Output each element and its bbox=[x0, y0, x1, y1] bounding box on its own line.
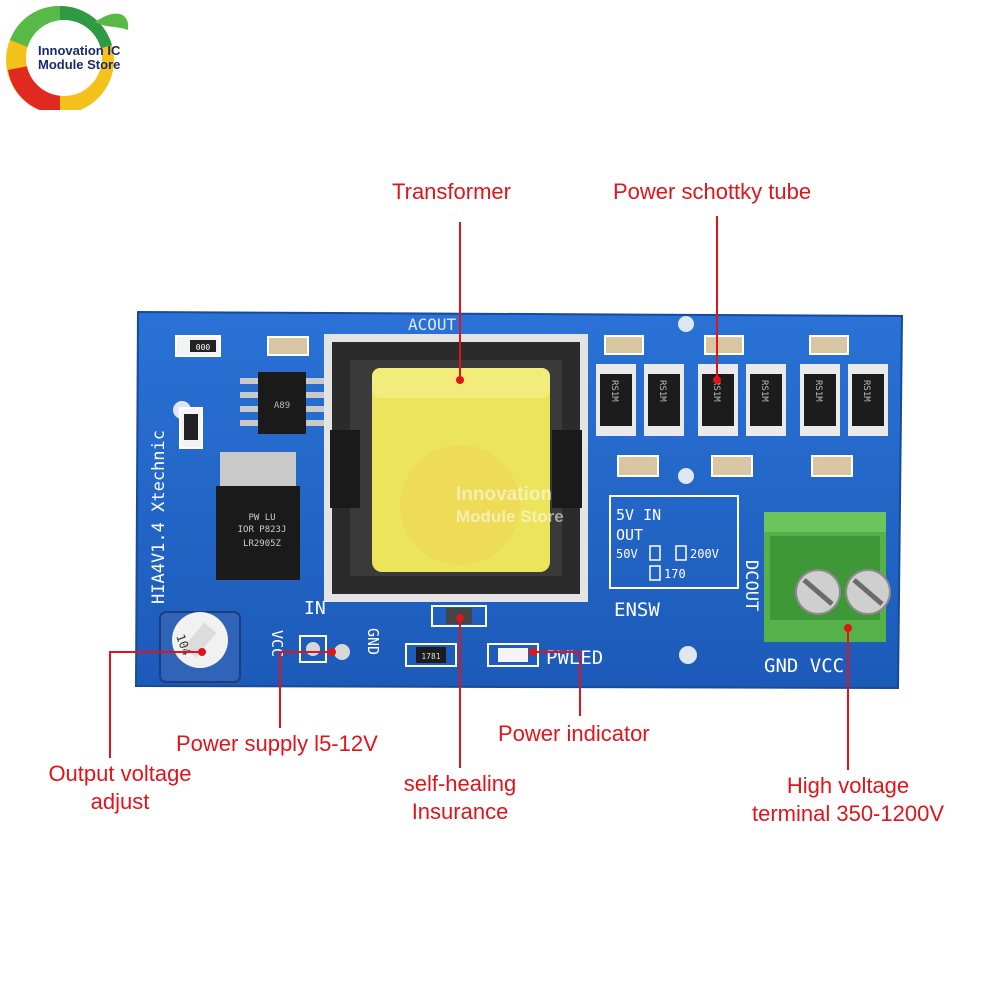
pwled-label: PWLED bbox=[546, 647, 603, 669]
mount-hole bbox=[679, 646, 697, 664]
output-potentiometer: 104 bbox=[159, 611, 241, 683]
svg-text:RS1M: RS1M bbox=[609, 380, 619, 402]
power-led bbox=[487, 643, 539, 667]
leader-power-indicator bbox=[533, 651, 581, 716]
schottky-diode: RS1M bbox=[596, 364, 636, 436]
smd-capacitor bbox=[267, 336, 309, 356]
svg-text:000: 000 bbox=[196, 343, 211, 352]
callout-high-voltage-line-1: High voltage bbox=[786, 773, 910, 798]
callout-self-healing-line-1: self-healing bbox=[403, 771, 517, 796]
svg-text:200V: 200V bbox=[690, 547, 719, 561]
svg-text:RS1M: RS1M bbox=[861, 380, 871, 402]
callout-power-supply: Power supply l5-12V bbox=[176, 731, 378, 756]
svg-text:5V IN: 5V IN bbox=[616, 506, 661, 524]
board-name-label: HIA4V1.4 Xtechnic bbox=[149, 430, 169, 604]
callout-self-healing: self-healing Insurance bbox=[370, 770, 550, 826]
callout-power-indicator: Power indicator bbox=[498, 721, 650, 746]
transformer bbox=[324, 334, 588, 602]
vcc-label: VCC bbox=[268, 630, 286, 657]
callout-high-voltage: High voltage terminal 350-1200V bbox=[736, 772, 960, 828]
logo-line-2: Module Store bbox=[38, 57, 121, 72]
mount-hole bbox=[678, 468, 694, 484]
callout-high-voltage-line-2: terminal 350-1200V bbox=[751, 801, 944, 826]
watermark-line-2: Module Store bbox=[456, 507, 564, 526]
smd-resistor: 1781 bbox=[405, 643, 457, 667]
gnd-pad bbox=[334, 644, 350, 660]
svg-text:RS1M: RS1M bbox=[759, 380, 769, 402]
watermark-logo bbox=[400, 445, 520, 565]
voltage-regulator: PW LU IOR P823J LR2905Z bbox=[216, 452, 300, 580]
callout-schottky: Power schottky tube bbox=[613, 179, 812, 204]
smd-resistor: 000 bbox=[175, 335, 221, 357]
svg-text:OUT: OUT bbox=[616, 526, 643, 544]
callout-output-adjust-line-2: adjust bbox=[90, 789, 150, 814]
smd-capacitor bbox=[604, 335, 644, 355]
schottky-diode: RS1M bbox=[848, 364, 888, 436]
store-logo: Innovation IC Module Store bbox=[0, 0, 140, 115]
vcc-pad bbox=[299, 635, 327, 663]
svg-text:170: 170 bbox=[664, 567, 686, 581]
logo-line-1: Innovation IC bbox=[38, 43, 121, 58]
callout-output-adjust: Output voltage adjust bbox=[30, 760, 210, 816]
smd-capacitor bbox=[809, 335, 849, 355]
in-label: IN bbox=[304, 598, 326, 619]
smd-resistor bbox=[179, 407, 203, 449]
callout-self-healing-line-2: Insurance bbox=[411, 799, 509, 824]
svg-text:1781: 1781 bbox=[421, 652, 440, 661]
callout-transformer: Transformer bbox=[392, 179, 511, 204]
svg-text:LR2905Z: LR2905Z bbox=[243, 539, 282, 549]
logo-text: Innovation IC Module Store bbox=[38, 44, 120, 72]
ensw-label: ENSW bbox=[614, 599, 660, 621]
smd-capacitor bbox=[617, 455, 659, 477]
voltage-select-box: 5V IN OUT 50V 200V 170 bbox=[609, 495, 739, 589]
mount-hole bbox=[678, 316, 694, 332]
leader-power-supply bbox=[279, 651, 332, 728]
svg-text:PW LU: PW LU bbox=[248, 513, 275, 523]
svg-text:50V: 50V bbox=[616, 547, 638, 561]
svg-text:RS1M: RS1M bbox=[813, 380, 823, 402]
gnd-label: GND bbox=[364, 628, 382, 655]
smd-capacitor bbox=[811, 455, 853, 477]
svg-text:A89: A89 bbox=[274, 401, 290, 411]
watermark-line-1: Innovation bbox=[456, 484, 552, 505]
schottky-diode: RS1M bbox=[800, 364, 840, 436]
callout-output-adjust-line-1: Output voltage bbox=[48, 761, 192, 786]
svg-text:RS1M: RS1M bbox=[711, 380, 721, 402]
ic-sop8: A89 bbox=[240, 372, 324, 434]
logo-leaf-icon bbox=[6, 5, 129, 115]
schottky-diode: RS1M bbox=[746, 364, 786, 436]
smd-capacitor bbox=[711, 455, 753, 477]
high-voltage-terminal-block bbox=[764, 512, 891, 642]
smd-capacitor bbox=[704, 335, 744, 355]
leader-output-adjust bbox=[109, 651, 202, 758]
schottky-diode: RS1M bbox=[644, 364, 684, 436]
terminal-pin-label: GND VCC bbox=[764, 655, 844, 677]
svg-text:IOR P823J: IOR P823J bbox=[238, 525, 287, 535]
svg-text:RS1M: RS1M bbox=[657, 380, 667, 402]
dcout-label: DCOUT bbox=[741, 560, 761, 611]
acout-label: ACOUT bbox=[408, 315, 457, 334]
